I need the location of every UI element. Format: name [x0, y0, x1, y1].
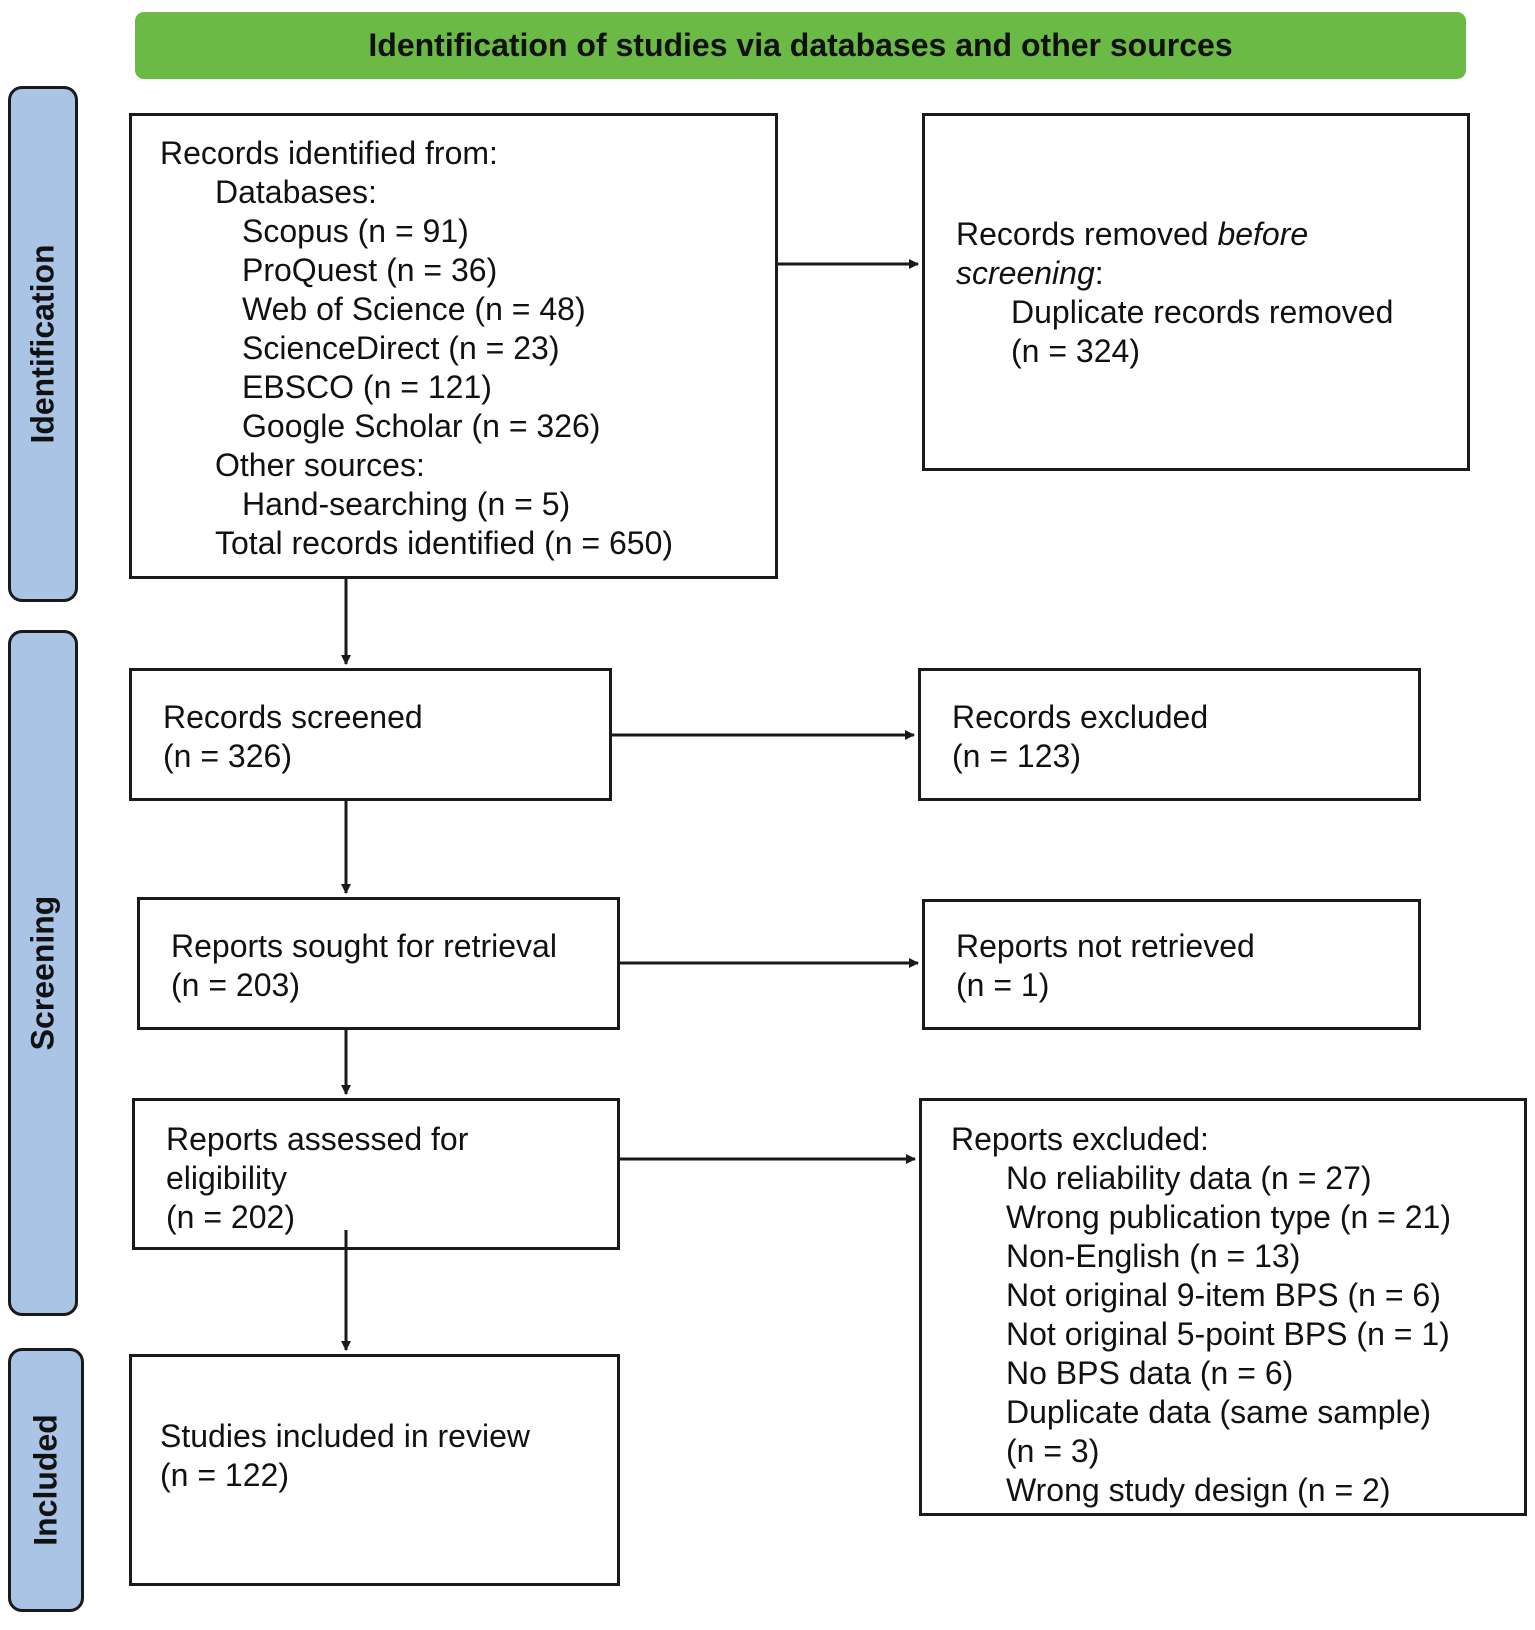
studies-included-box: Studies included in review (n = 122): [129, 1354, 620, 1586]
reports-not-retrieved-count: (n = 1): [956, 967, 1050, 1003]
studies-included-label: Studies included in review: [160, 1418, 530, 1454]
records-identified-title: Records identified from:: [160, 135, 498, 171]
records-removed-heading-2: screening:: [956, 254, 1467, 293]
reports-excluded-title: Reports excluded:: [951, 1121, 1209, 1157]
records-screened-label: Records screened: [163, 699, 423, 735]
studies-included-count: (n = 122): [160, 1457, 289, 1493]
header-banner: Identification of studies via databases …: [135, 12, 1466, 79]
records-identified-box: Records identified from: Databases: Scop…: [129, 113, 778, 579]
exclusion-reason: Wrong study design (n = 2): [1006, 1472, 1391, 1508]
database-ebsco: EBSCO (n = 121): [242, 369, 492, 405]
records-screened-count: (n = 326): [163, 738, 292, 774]
records-removed-heading-1: Records removed before: [956, 215, 1467, 254]
exclusion-reason: Not original 9-item BPS (n = 6): [1006, 1277, 1441, 1313]
database-sciencedirect: ScienceDirect (n = 23): [242, 330, 560, 366]
header-title: Identification of studies via databases …: [368, 27, 1233, 63]
records-removed-suffix: :: [1094, 255, 1104, 291]
database-scopus: Scopus (n = 91): [242, 213, 469, 249]
reports-sought-label: Reports sought for retrieval: [171, 928, 557, 964]
exclusion-reason: (n = 3): [1006, 1433, 1100, 1469]
records-excluded-label: Records excluded: [952, 699, 1209, 735]
exclusion-reason: Duplicate data (same sample): [1006, 1394, 1432, 1430]
records-screened-box: Records screened (n = 326): [129, 668, 612, 801]
database-proquest: ProQuest (n = 36): [242, 252, 498, 288]
database-google-scholar: Google Scholar (n = 326): [242, 408, 601, 444]
duplicate-records-count: (n = 324): [1011, 333, 1140, 369]
reports-assessed-count: (n = 202): [166, 1199, 295, 1235]
records-removed-emph-screening: screening: [956, 255, 1095, 291]
exclusion-reason: No reliability data (n = 27): [1006, 1160, 1372, 1196]
total-records-identified: Total records identified (n = 650): [215, 525, 674, 561]
reports-assessed-label-1: Reports assessed for: [166, 1121, 469, 1157]
reports-excluded-box: Reports excluded: No reliability data (n…: [919, 1098, 1527, 1516]
reports-not-retrieved-box: Reports not retrieved (n = 1): [922, 899, 1421, 1030]
reports-assessed-label-2: eligibility: [166, 1160, 287, 1196]
records-excluded-box: Records excluded (n = 123): [918, 668, 1421, 801]
reports-not-retrieved-label: Reports not retrieved: [956, 928, 1255, 964]
reports-sought-count: (n = 203): [171, 967, 300, 1003]
reports-assessed-box: Reports assessed for eligibility (n = 20…: [132, 1098, 620, 1250]
records-excluded-count: (n = 123): [952, 738, 1081, 774]
records-removed-prefix: Records removed: [956, 216, 1218, 252]
exclusion-reason: Non-English (n = 13): [1006, 1238, 1301, 1274]
other-sources-label: Other sources:: [215, 447, 425, 483]
exclusion-reason: Wrong publication type (n = 21): [1006, 1199, 1451, 1235]
exclusion-reason: Not original 5-point BPS (n = 1): [1006, 1316, 1450, 1352]
phase-identification: Identification: [8, 86, 78, 602]
databases-label: Databases:: [215, 174, 377, 210]
database-web-of-science: Web of Science (n = 48): [242, 291, 586, 327]
reports-sought-box: Reports sought for retrieval (n = 203): [137, 897, 620, 1030]
duplicate-records-removed: Duplicate records removed: [1011, 294, 1394, 330]
records-removed-emph-before: before: [1217, 216, 1309, 252]
exclusion-reason: No BPS data (n = 6): [1006, 1355, 1294, 1391]
phase-included: Included: [8, 1348, 84, 1612]
phase-screening: Screening: [8, 630, 78, 1316]
records-removed-box: Records removed before screening: Duplic…: [922, 113, 1470, 471]
other-source-hand-searching: Hand-searching (n = 5): [242, 486, 571, 522]
